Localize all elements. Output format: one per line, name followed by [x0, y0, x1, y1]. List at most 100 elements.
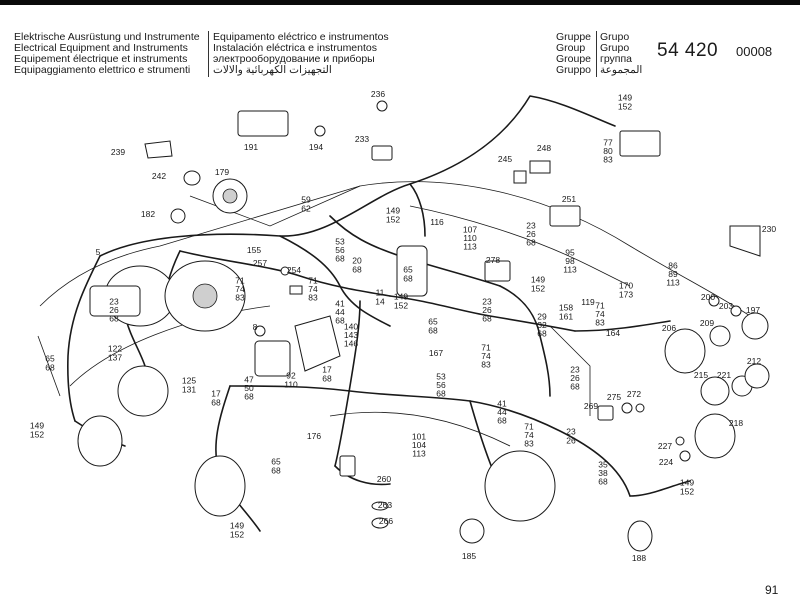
callout-line: 68	[335, 316, 345, 326]
callout-line: 32	[537, 320, 547, 330]
callout-line: 68	[526, 238, 536, 248]
callout-line: 113	[666, 278, 680, 288]
callout-line: 41	[497, 398, 507, 408]
callout-line: 209	[700, 318, 714, 328]
callout-c185: 185	[462, 551, 476, 561]
bracket-239	[144, 140, 173, 159]
callout-c203: 203	[719, 301, 733, 311]
callout-c182: 182	[141, 209, 155, 219]
callout-line: 146	[344, 339, 358, 349]
callout-line: 173	[619, 289, 633, 299]
callout-line: 254	[287, 265, 301, 275]
callout-line: 29	[537, 311, 547, 321]
grupo-label-block: Grupo Grupo группа المجموعة	[600, 32, 642, 76]
title-es: Instalación eléctrica e instrumentos	[213, 42, 377, 54]
callout-line: 149	[680, 478, 694, 488]
callout-line: 44	[497, 407, 507, 417]
callout-line: 23	[566, 427, 576, 437]
callout-line: 38	[598, 468, 608, 478]
callout-c245: 245	[498, 154, 512, 164]
part-254	[289, 285, 303, 295]
callout-line: 8	[253, 322, 258, 332]
callout-line: 65	[45, 354, 55, 364]
callout-line: 68	[497, 416, 507, 426]
horn-right	[194, 455, 246, 517]
callout-c188: 188	[632, 553, 646, 563]
callout-line: 53	[335, 236, 345, 246]
bolt-260	[339, 455, 356, 477]
callout-line: 176	[307, 431, 321, 441]
callout-c251: 251	[562, 194, 576, 204]
callout-line: 26	[109, 305, 119, 315]
title-it: Equipaggiamento elettrico e strumenti	[14, 64, 191, 76]
callout-c167: 167	[429, 348, 443, 358]
callout-line: 68	[335, 254, 345, 264]
callout-line: 140	[344, 321, 358, 331]
callout-line: 278	[486, 255, 500, 265]
callout-line: 92	[286, 371, 296, 381]
callout-line: 83	[235, 293, 245, 303]
callout-c176: 176	[307, 431, 321, 441]
callout-c260: 260	[377, 474, 391, 484]
callout-line: 113	[463, 242, 477, 252]
callout-line: 23	[570, 364, 580, 374]
callout-line: 83	[524, 439, 534, 449]
callout-line: 263	[378, 500, 392, 510]
callout-line: 68	[403, 273, 413, 283]
callout-line: 65	[428, 317, 438, 327]
callout-line: 68	[537, 329, 547, 339]
callout-line: 41	[335, 298, 345, 308]
callout-line: 26	[482, 305, 492, 315]
group-label-it: Gruppo	[556, 64, 592, 76]
callout-c224: 224	[659, 457, 673, 467]
callout-line: 116	[430, 217, 444, 227]
callout-c227: 227	[658, 441, 672, 451]
callout-line: 152	[30, 429, 44, 439]
callout-line: 68	[109, 314, 119, 324]
title-block-mid: Equipamento eléctrico e instrumentos Ins…	[213, 32, 389, 76]
callout-line: 65	[271, 457, 281, 467]
callout-line: 152	[230, 529, 244, 539]
callout-line: 71	[524, 421, 534, 431]
fuse-box-191	[237, 110, 289, 137]
callout-line: 218	[729, 418, 743, 428]
group-label-de: Gruppe	[556, 31, 592, 43]
title-block-left: Elektrische Ausrüstung und Instrumente E…	[14, 32, 200, 76]
callout-line: 44	[335, 307, 345, 317]
callout-line: 203	[719, 301, 733, 311]
group-label-block: Gruppe Group Groupe Gruppo	[556, 32, 591, 76]
callout-line: 266	[379, 516, 393, 526]
grupo-label-ru: группа	[600, 53, 633, 65]
callout-line: 53	[436, 371, 446, 381]
callout-line: 152	[394, 300, 408, 310]
callout-line: 224	[659, 457, 673, 467]
callout-line: 59	[301, 195, 311, 205]
callout-c254: 254	[287, 265, 301, 275]
part-224	[679, 450, 691, 462]
callout-line: 83	[595, 318, 605, 328]
callout-line: 71	[481, 342, 491, 352]
callout-line: 74	[235, 284, 245, 294]
callout-line: 206	[662, 323, 676, 333]
callout-line: 113	[563, 265, 577, 275]
washer-263	[371, 501, 389, 511]
callout-line: 11	[376, 288, 385, 298]
callout-c164: 164	[606, 328, 620, 338]
callout-c221: 221	[717, 370, 731, 380]
